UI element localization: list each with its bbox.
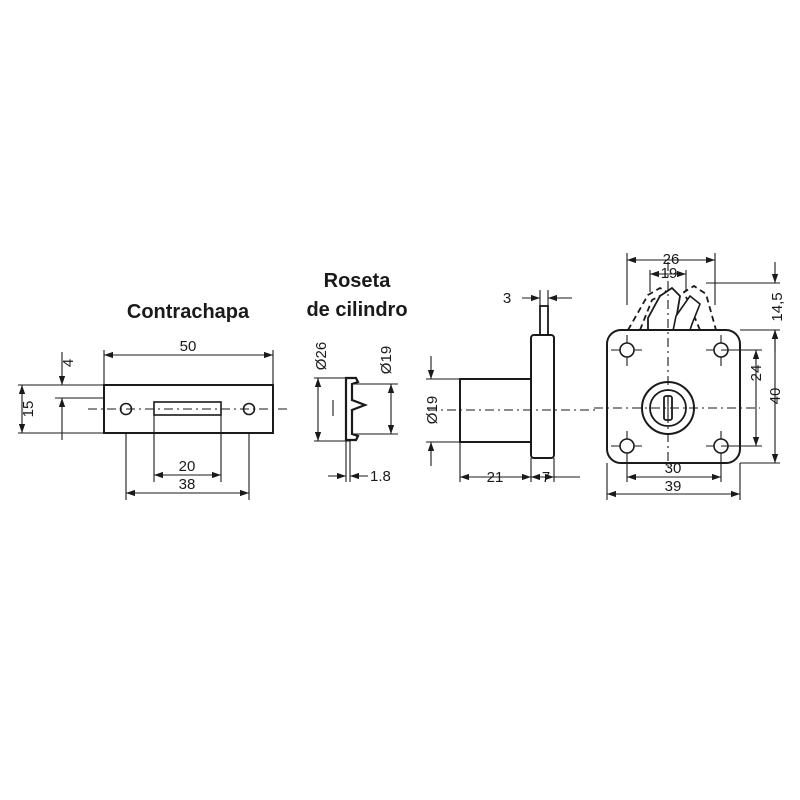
rosette-title-line2: de cilindro	[306, 299, 407, 321]
corner-hole-top-left	[611, 335, 642, 366]
side-bolt	[539, 305, 549, 337]
dim-rosette-thickness: 1.8	[370, 468, 391, 485]
dim-body-height: 40	[767, 388, 784, 405]
dim-body-width: 39	[665, 478, 682, 495]
dim-plate-length: 50	[180, 338, 197, 355]
strike-plate-title: Contrachapa	[127, 301, 250, 323]
dim-hole-spacing-horizontal: 30	[665, 460, 682, 477]
strike-plate-view: Contrachapa 50 15 4 20 38	[18, 301, 290, 500]
dim-hole-spacing: 38	[179, 476, 196, 493]
dim-body-thickness: 7	[542, 469, 550, 486]
dim-bolt-travel-outer: 26	[663, 251, 680, 268]
corner-hole-bottom-left	[611, 431, 642, 462]
lock-side-view: 3 Ø19 21 7	[424, 290, 598, 486]
dim-rosette-outer: Ø26	[313, 342, 330, 370]
side-body	[530, 334, 555, 459]
dim-cylinder-diameter: Ø19	[424, 396, 441, 424]
dim-bolt-projection: 14,5	[769, 292, 786, 321]
dim-rosette-inner: Ø19	[378, 346, 395, 374]
rosette-title-line1: Roseta	[324, 270, 392, 292]
lock-front-view: 26 19 14,5 24 40 30 39	[594, 251, 786, 500]
dim-plate-edge-offset: 4	[60, 359, 77, 367]
rosette-view: Roseta de cilindro Ø26 Ø19 1.8	[306, 270, 407, 485]
rosette-profile	[344, 376, 369, 442]
dim-slot-width: 20	[179, 458, 196, 475]
dim-bolt-travel-inner: 19	[661, 265, 678, 282]
dim-plate-height: 15	[20, 401, 37, 418]
dim-hole-spacing-vertical: 24	[748, 365, 765, 382]
dim-cylinder-length: 21	[487, 469, 504, 486]
dim-bolt-width: 3	[503, 290, 511, 307]
